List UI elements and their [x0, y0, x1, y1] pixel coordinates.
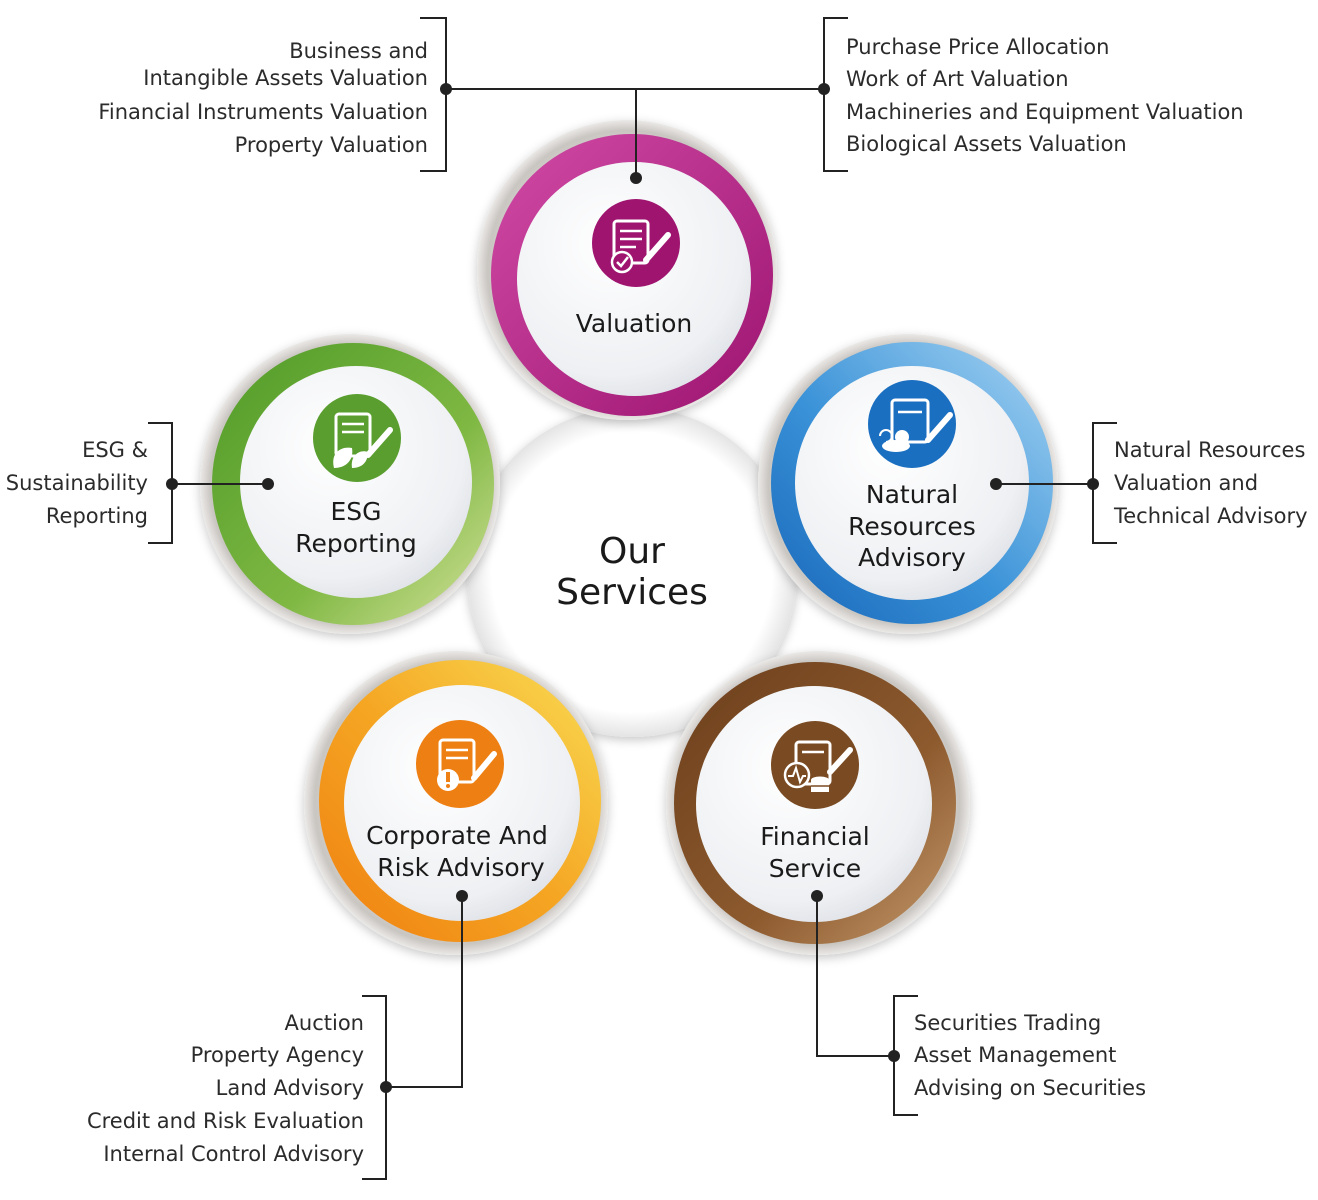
service-label-line: Natural [866, 480, 958, 509]
service-corporate-risk[interactable]: Corporate And Risk Advisory [304, 651, 608, 955]
list-item: Financial Instruments Valuation [98, 100, 428, 124]
list-item: Valuation and [1114, 471, 1258, 495]
service-label-line: ESG [330, 497, 381, 526]
connector-dot [262, 478, 274, 490]
list-item: Auction [285, 1011, 364, 1035]
weather-document-icon [868, 380, 956, 468]
service-label-line: Advisory [858, 543, 966, 572]
list-item: Technical Advisory [1113, 504, 1308, 528]
list-item: Machineries and Equipment Valuation [846, 100, 1244, 124]
service-esg-reporting[interactable]: ESG Reporting [200, 334, 500, 634]
center-hub: Our Services [467, 407, 797, 737]
alert-document-icon [416, 720, 504, 808]
service-label-line: Corporate And [366, 821, 548, 850]
service-label-line: Valuation [576, 309, 692, 338]
service-financial[interactable]: Financial Service [666, 651, 970, 955]
connector-dot [630, 172, 642, 184]
service-label-line: Risk Advisory [377, 853, 545, 882]
list-item: Purchase Price Allocation [846, 35, 1109, 59]
callout-financial: Securities Trading Asset Management Advi… [811, 890, 1146, 1116]
center-title-line2: Services [556, 572, 708, 613]
connector-dot [440, 83, 452, 95]
list-item: Intangible Assets Valuation [143, 66, 428, 90]
document-check-icon [592, 199, 680, 287]
list-item: Sustainability [6, 471, 148, 495]
service-label-line: Service [769, 854, 861, 883]
list-item: Advising on Securities [914, 1076, 1146, 1100]
center-circle [467, 407, 797, 737]
callout-valuation: Business and Intangible Assets Valuation… [98, 17, 1244, 184]
connector-dot [818, 83, 830, 95]
callout-corporate-risk: Auction Property Agency Land Advisory Cr… [87, 890, 468, 1180]
inner-disc [795, 366, 1029, 600]
leaf-document-icon [313, 394, 401, 482]
list-item: Reporting [46, 504, 148, 528]
service-label-line: Reporting [295, 529, 417, 558]
list-item: Biological Assets Valuation [846, 132, 1127, 156]
callout-natural-resources: Natural Resources Valuation and Technica… [990, 422, 1308, 544]
list-item: Internal Control Advisory [103, 1142, 364, 1166]
center-title-line1: Our [599, 531, 665, 572]
bracket-right [823, 17, 848, 172]
list-item: Property Agency [191, 1043, 364, 1067]
list-item: Asset Management [914, 1043, 1116, 1067]
list-item: Credit and Risk Evaluation [87, 1109, 364, 1133]
list-item: Land Advisory [216, 1076, 364, 1100]
connector-dot [1087, 478, 1099, 490]
connector-dot [990, 478, 1002, 490]
connector-dot [888, 1050, 900, 1062]
connector-dot [456, 890, 468, 902]
inner-disc [240, 366, 472, 598]
list-item: Property Valuation [235, 133, 428, 157]
list-item: Business and [289, 39, 428, 63]
connector-dot [380, 1081, 392, 1093]
service-label-line: Resources [848, 512, 976, 541]
list-item: Work of Art Valuation [846, 67, 1069, 91]
list-item: Securities Trading [914, 1011, 1101, 1035]
finance-document-icon [771, 721, 859, 809]
service-natural-resources[interactable]: Natural Resources Advisory [758, 334, 1058, 634]
service-valuation[interactable]: Valuation [477, 120, 777, 420]
connector [816, 896, 894, 1057]
list-item: ESG & [82, 438, 148, 462]
service-label-line: Financial [760, 822, 869, 851]
callout-esg: ESG & Sustainability Reporting [6, 422, 274, 544]
connector [386, 896, 463, 1088]
connector-dot [166, 478, 178, 490]
list-item: Natural Resources [1114, 438, 1305, 462]
connector-dot [811, 890, 823, 902]
